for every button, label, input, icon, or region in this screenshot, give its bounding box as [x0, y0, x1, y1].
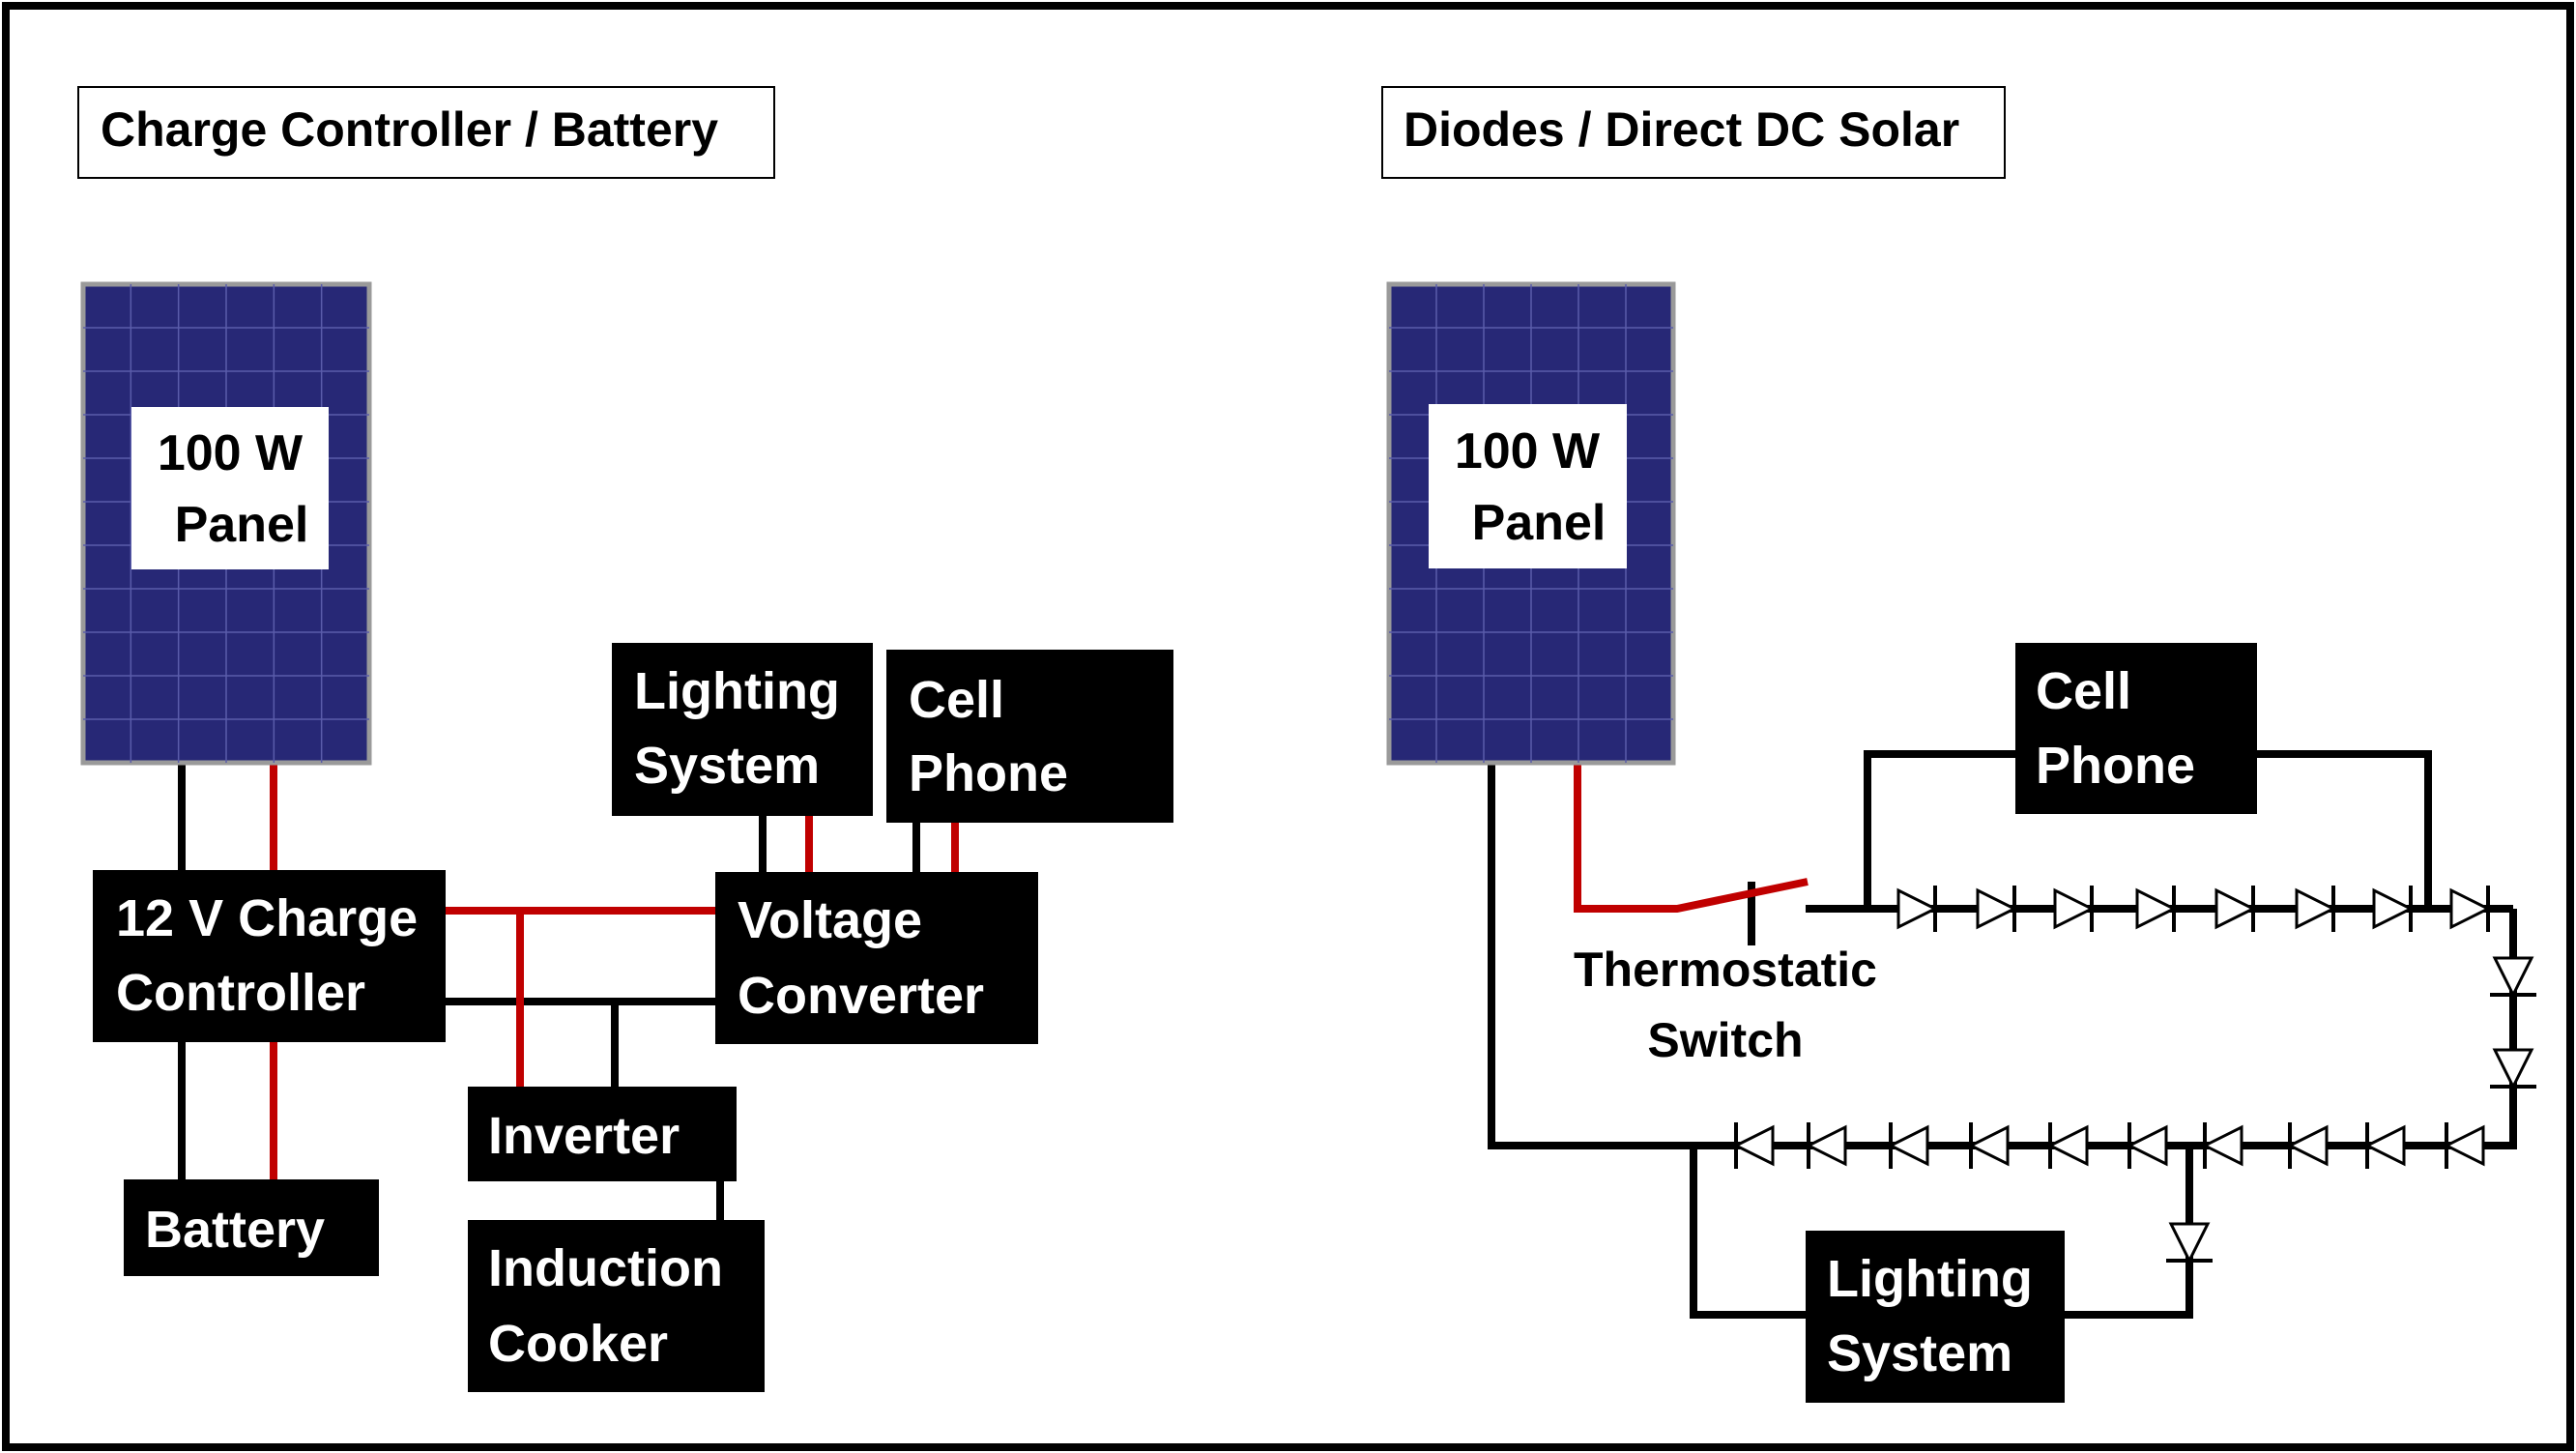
left-cell-phone-box: Cell Phone — [886, 650, 1173, 823]
diode-17 — [2201, 1122, 2243, 1169]
battery-label: Battery — [145, 1201, 325, 1259]
induction-cooker-line1: Induction — [488, 1239, 723, 1297]
voltage-converter-line2: Converter — [738, 967, 984, 1025]
charge-controller-box: 12 V Charge Controller — [93, 870, 446, 1042]
diode-16 — [2126, 1122, 2168, 1169]
left-cell-phone-line1: Cell — [909, 671, 1004, 729]
right-lighting-system-box: Lighting System — [1806, 1231, 2065, 1403]
right-cell-phone-line2: Phone — [2036, 737, 2195, 795]
right-panel-label-line1: 100 W — [1455, 423, 1601, 479]
diode-21 — [2166, 1222, 2213, 1264]
charge-controller-line1: 12 V Charge — [116, 889, 418, 947]
diode-13 — [1887, 1122, 1929, 1169]
thermostatic-switch-line1: Thermostatic — [1574, 943, 1877, 997]
right-panel-label-line2: Panel — [1472, 495, 1606, 551]
left-title: Charge Controller / Battery — [101, 102, 718, 157]
diode-9 — [2490, 956, 2536, 999]
diode-20 — [2443, 1122, 2485, 1169]
diode-11 — [1732, 1122, 1775, 1169]
diode-18 — [2286, 1122, 2329, 1169]
left-positive-wires — [270, 763, 959, 1185]
battery-box: Battery — [124, 1179, 379, 1276]
charge-controller-line2: Controller — [116, 964, 365, 1022]
voltage-converter-line1: Voltage — [738, 891, 922, 949]
right-lighting-line1: Lighting — [1827, 1250, 2033, 1308]
left-cell-phone-line2: Phone — [909, 744, 1068, 802]
right-lighting-line2: System — [1827, 1324, 2012, 1382]
right-cell-phone-line1: Cell — [2036, 662, 2131, 720]
left-panel-label-line2: Panel — [175, 497, 309, 553]
right-cell-phone-box: Cell Phone — [2015, 643, 2257, 814]
left-lighting-system-box: Lighting System — [612, 643, 873, 816]
right-title-box — [1381, 86, 2006, 179]
diode-8 — [2449, 886, 2492, 932]
diode-6 — [2295, 886, 2337, 932]
left-solar-panel: 100 W Panel — [80, 281, 372, 766]
left-lighting-line2: System — [634, 737, 820, 795]
induction-cooker-box: Induction Cooker — [468, 1220, 765, 1392]
voltage-converter-box: Voltage Converter — [715, 872, 1038, 1044]
right-solar-panel: 100 W Panel — [1386, 281, 1676, 766]
diode-15 — [2046, 1122, 2089, 1169]
diode-7 — [2372, 886, 2415, 932]
thermostatic-switch-line2: Switch — [1647, 1013, 1803, 1067]
right-title: Diodes / Direct DC Solar — [1404, 102, 1959, 157]
diode-14 — [1967, 1122, 2010, 1169]
inverter-box: Inverter — [468, 1087, 737, 1181]
left-lighting-line1: Lighting — [634, 662, 840, 720]
left-diagram: Charge Controller / Battery 100 W — [77, 86, 1173, 1392]
diode-1 — [1896, 886, 1939, 932]
diode-10 — [2490, 1048, 2536, 1090]
induction-cooker-line2: Cooker — [488, 1315, 668, 1373]
right-diagram: Diodes / Direct DC Solar — [1381, 86, 2536, 1403]
left-title-box — [77, 86, 775, 179]
diode-4 — [2135, 886, 2178, 932]
diode-5 — [2214, 886, 2257, 932]
diode-2 — [1976, 886, 2018, 932]
diode-chain — [1732, 886, 2536, 1264]
diode-3 — [2053, 886, 2096, 932]
right-positive-wires — [1574, 763, 1809, 913]
diode-19 — [2363, 1122, 2406, 1169]
inverter-label: Inverter — [488, 1107, 680, 1165]
diode-12 — [1805, 1122, 1847, 1169]
left-panel-label-line1: 100 W — [158, 425, 304, 481]
